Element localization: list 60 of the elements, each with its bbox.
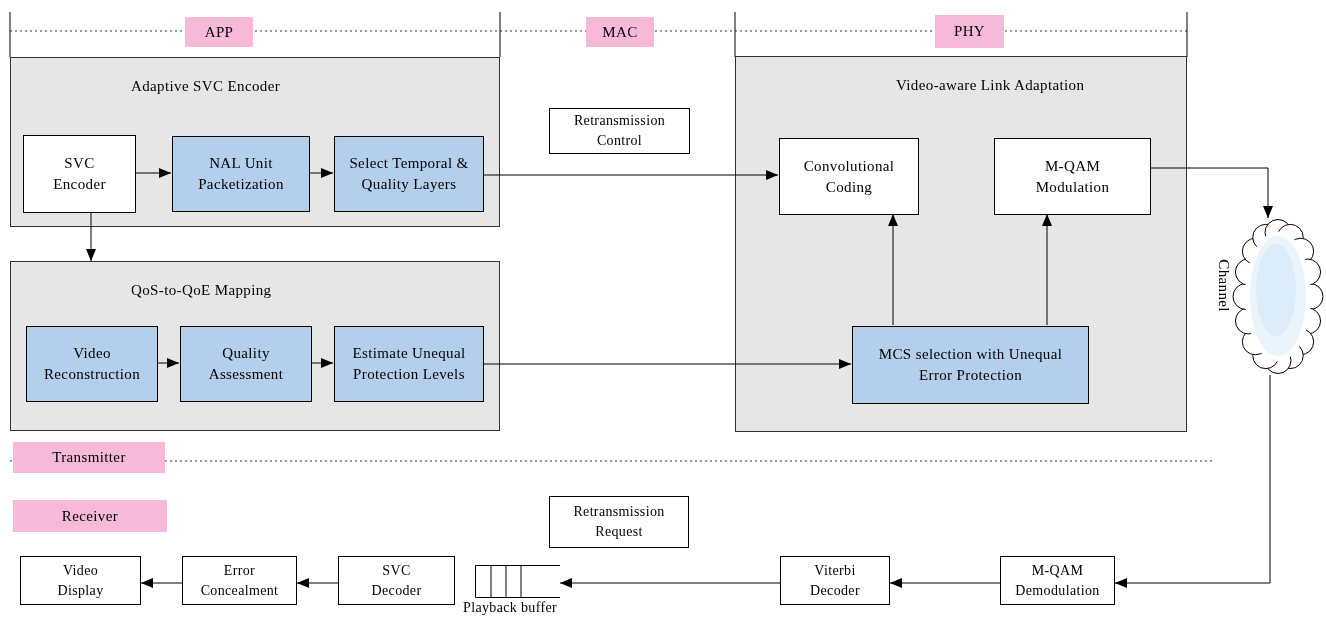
process-box	[26, 326, 158, 402]
layer-tag: APP	[185, 17, 253, 47]
box-label: Error Concealment	[199, 561, 280, 600]
layer-tag: Receiver	[13, 500, 167, 532]
cloud-caption: Channel	[1215, 259, 1234, 314]
buffer-caption: Playback buffer	[463, 601, 557, 615]
process-box	[780, 556, 890, 605]
arrow	[1114, 374, 1271, 588]
process-box	[23, 135, 136, 213]
box-label: NAL Unit Packetization	[197, 154, 285, 194]
process-box	[180, 326, 312, 402]
group-title: QoS-to-QoE Mapping	[131, 281, 272, 300]
arrow	[156, 358, 180, 368]
arrow	[559, 578, 781, 588]
process-box	[334, 136, 484, 212]
arrow	[310, 358, 334, 368]
box-label: MCS selection with Unequal Error Protection	[877, 345, 1064, 385]
arrow	[482, 359, 852, 369]
arrow	[296, 578, 339, 588]
process-box	[20, 556, 141, 605]
group-panel	[10, 57, 500, 227]
process-box	[852, 326, 1089, 404]
arrow	[1149, 167, 1273, 219]
group-panel	[735, 56, 1187, 432]
group-title: Video-aware Link Adaptation	[896, 76, 1085, 95]
box-label: Convolutional Coding	[802, 156, 896, 197]
process-box	[779, 138, 919, 215]
box-label: Estimate Unequal Protection Levels	[351, 344, 467, 384]
layer-tag: MAC	[586, 17, 654, 47]
arrow	[482, 170, 779, 180]
process-box	[338, 556, 455, 605]
box-label: Video Display	[56, 561, 105, 600]
box-label: Retransmission Request	[572, 503, 666, 541]
process-box	[334, 326, 484, 402]
box-label: Viterbi Decoder	[809, 561, 861, 600]
arrow	[1042, 213, 1052, 326]
process-box	[172, 136, 310, 212]
box-label: SVC Decoder	[370, 561, 423, 600]
box-label: SVC Encoder	[52, 154, 107, 194]
process-box	[182, 556, 297, 605]
process-box	[994, 138, 1151, 215]
arrow	[308, 168, 334, 178]
box-label: Video Reconstruction	[42, 344, 142, 384]
arrow	[889, 578, 1001, 588]
box-label: M-QAM Modulation	[1034, 156, 1111, 197]
box-label: Quality Assessment	[207, 344, 285, 384]
layer-tag: Transmitter	[13, 442, 165, 473]
box-label: Retransmission Control	[572, 112, 667, 150]
box-label: Select Temporal & Quality Layers	[348, 154, 470, 194]
arrow	[140, 578, 183, 588]
group-panel	[10, 261, 500, 431]
group-title: Adaptive SVC Encoder	[131, 77, 281, 96]
process-box	[1000, 556, 1115, 605]
process-box	[549, 496, 689, 548]
box-label: M-QAM Demodulation	[1014, 561, 1101, 600]
layer-tag: PHY	[935, 15, 1004, 48]
arrow	[86, 211, 96, 262]
arrow	[888, 213, 898, 326]
arrow	[134, 168, 172, 178]
process-box	[549, 108, 690, 154]
